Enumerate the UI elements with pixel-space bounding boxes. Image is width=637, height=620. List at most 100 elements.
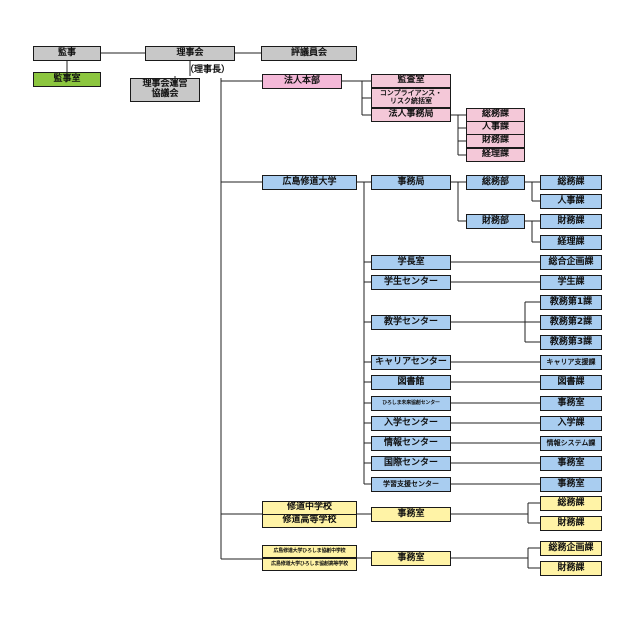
compliance-office-box: コンプライアンス・ リスク統括室 <box>371 88 451 108</box>
corporate-office-box: 法人事務局 <box>371 108 451 122</box>
section-label: 事務室 <box>557 397 585 408</box>
section-label: 総合企画課 <box>548 256 594 267</box>
corporate-office-label: 法人事務局 <box>388 109 434 120</box>
board-box: 理事会 <box>145 46 235 61</box>
compliance-office-label: コンプライアンス・ リスク統括室 <box>379 89 443 105</box>
corp-section-0: 総務課 <box>466 108 525 122</box>
section-box: 事務室 <box>540 396 602 411</box>
kyoso-junior-high-box: 広島修道大学ひろしま協創中学校 <box>262 545 357 558</box>
fin-section-1: 経理課 <box>540 235 602 250</box>
trustees-box: 評議員会 <box>261 46 357 61</box>
section-label: 総務課 <box>557 497 585 508</box>
unit-information-center: 情報センター <box>371 436 451 451</box>
corp-section-2: 財務課 <box>466 134 525 148</box>
unit-international-center: 国際センター <box>371 456 451 471</box>
corp-section-label: 経理課 <box>481 149 509 160</box>
auditor-office-label: 監事室 <box>53 73 81 84</box>
section-label: 教務第2課 <box>549 316 593 327</box>
auditor-box: 監事 <box>33 46 101 61</box>
fin-section-label: 財務課 <box>557 215 585 226</box>
audit-office-label: 監査室 <box>397 75 425 86</box>
section-box: 教務第1課 <box>540 295 602 310</box>
university-box: 広島修道大学 <box>262 175 357 190</box>
finance-dept-box: 財務部 <box>466 214 525 229</box>
school-label: 修道中学校 <box>286 502 332 513</box>
auditor-label: 監事 <box>57 47 76 58</box>
unit-learning-support-center: 学習支援センター <box>371 477 451 492</box>
general-affairs-dept-box: 総務部 <box>466 175 525 190</box>
section-box: 事務室 <box>540 456 602 471</box>
board-council-box: 理事会運営 協議会 <box>130 78 200 102</box>
corporate-hq-box: 法人本部 <box>262 74 342 89</box>
corp-section-label: 総務課 <box>481 109 509 120</box>
office-label: 事務室 <box>397 552 425 563</box>
section-label: 総務企画課 <box>548 542 594 553</box>
section-label: 情報システム課 <box>546 438 596 447</box>
section-box: 事務室 <box>540 477 602 492</box>
ga-section-label: 総務課 <box>557 176 585 187</box>
unit-label: 学生センター <box>383 276 438 287</box>
fin-section-0: 財務課 <box>540 214 602 229</box>
section-box: 入学課 <box>540 416 602 431</box>
section-label: 学生課 <box>557 276 585 287</box>
section-box: 教務第3課 <box>540 335 602 350</box>
ga-section-label: 人事課 <box>557 195 585 206</box>
secretariat-box: 事務局 <box>371 175 451 190</box>
section-label: 事務室 <box>557 478 585 489</box>
fin-section-label: 経理課 <box>557 236 585 247</box>
board-council-label: 理事会運営 協議会 <box>142 79 188 99</box>
auditor-office-box: 監事室 <box>33 72 101 87</box>
corp-section-label: 財務課 <box>481 135 509 146</box>
section-box: 情報システム課 <box>540 436 602 451</box>
schools2-section-1: 財務課 <box>540 561 602 576</box>
school-label: 広島修道大学ひろしま協創中学校 <box>273 547 346 554</box>
section-label: 財務課 <box>557 562 585 573</box>
unit-label: 国際センター <box>383 457 438 468</box>
section-label: 教務第3課 <box>549 336 593 347</box>
unit-library: 図書館 <box>371 375 451 390</box>
section-box: キャリア支援課 <box>540 355 602 370</box>
section-box: 図書課 <box>540 375 602 390</box>
chair-note: （理事長） <box>185 65 231 75</box>
shudo-high-box: 修道高等学校 <box>262 514 357 528</box>
unit-admissions-center: 入学センター <box>371 416 451 431</box>
section-label: 事務室 <box>557 457 585 468</box>
unit-career-center: キャリアセンター <box>371 355 451 370</box>
section-box: 総合企画課 <box>540 255 602 270</box>
section-label: 財務課 <box>557 517 585 528</box>
section-label: 図書課 <box>557 376 585 387</box>
schools1-office-box: 事務室 <box>371 507 451 522</box>
schools2-office-box: 事務室 <box>371 551 451 566</box>
unit-label: キャリアセンター <box>375 356 447 367</box>
section-label: 教務第1課 <box>549 296 593 307</box>
corporate-hq-label: 法人本部 <box>283 75 320 86</box>
kyoso-high-box: 広島修道大学ひろしま協創高等学校 <box>262 558 357 571</box>
section-label: 入学課 <box>557 417 585 428</box>
unit-future-cocreation-center: ひろしま未来協創センター <box>371 396 451 411</box>
schools1-section-1: 財務課 <box>540 516 602 531</box>
office-label: 事務室 <box>397 508 425 519</box>
secretariat-label: 事務局 <box>397 176 425 187</box>
board-label: 理事会 <box>176 47 204 58</box>
unit-label: 入学センター <box>383 417 438 428</box>
unit-label: 学習支援センター <box>383 479 439 488</box>
general-affairs-dept-label: 総務部 <box>481 176 509 187</box>
audit-office-box: 監査室 <box>371 74 451 88</box>
schools2-section-0: 総務企画課 <box>540 541 602 556</box>
trustees-label: 評議員会 <box>290 47 327 58</box>
school-label: 広島修道大学ひろしま協創高等学校 <box>271 560 348 567</box>
section-label: キャリア支援課 <box>546 357 596 366</box>
unit-label: 情報センター <box>383 437 438 448</box>
corp-section-1: 人事課 <box>466 121 525 135</box>
ga-section-1: 人事課 <box>540 194 602 209</box>
unit-label: 学長室 <box>397 256 425 267</box>
section-box: 学生課 <box>540 275 602 290</box>
unit-academic-center: 教学センター <box>371 315 451 330</box>
unit-president-office: 学長室 <box>371 255 451 270</box>
ga-section-0: 総務課 <box>540 175 602 190</box>
unit-label: ひろしま未来協創センター <box>382 399 440 406</box>
section-box: 教務第2課 <box>540 315 602 330</box>
corp-section-label: 人事課 <box>481 122 509 133</box>
shudo-junior-high-box: 修道中学校 <box>262 501 357 515</box>
corp-section-3: 経理課 <box>466 148 525 162</box>
